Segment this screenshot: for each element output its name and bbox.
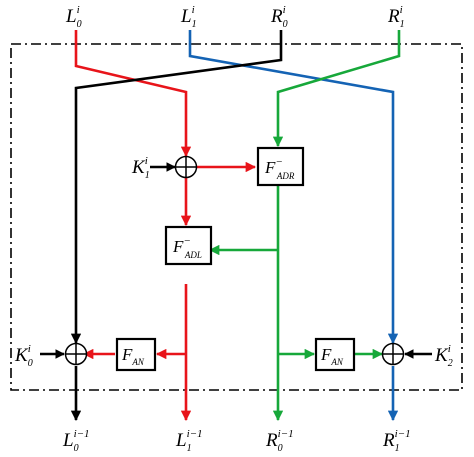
- function-box-adr: [256, 146, 305, 187]
- output-label-l0: L0i−1: [62, 428, 90, 454]
- function-box-adl: [164, 225, 213, 266]
- key-label-k1: K1i: [131, 155, 150, 181]
- output-label-r0: R0i−1: [265, 428, 294, 454]
- input-label-r0: R0i: [270, 4, 288, 30]
- function-box-an-right: [314, 337, 356, 372]
- output-label-r1: R1i−1: [382, 428, 411, 454]
- function-label-adr: F−ADR: [264, 156, 295, 181]
- output-label-l1: L1i−1: [175, 428, 203, 454]
- input-label-l0: L0i: [65, 4, 82, 30]
- function-label-adl: F−ADL: [172, 235, 202, 260]
- key-label-k2: K2i: [434, 343, 453, 369]
- xor-node-k0: [64, 342, 88, 366]
- xor-node-k1: [174, 155, 198, 179]
- input-label-r1: R1i: [387, 4, 405, 30]
- black-path: [70, 30, 283, 422]
- xor-node-k2: [381, 342, 405, 366]
- key-label-k0: K0i: [14, 343, 33, 369]
- input-label-l1: L1i: [180, 4, 197, 30]
- function-label-an-left: FAN: [121, 345, 145, 367]
- blue-path: [188, 30, 399, 422]
- key-arrows: [40, 162, 432, 359]
- green-path: [208, 30, 401, 422]
- red-path: [74, 30, 257, 422]
- function-label-an-right: FAN: [320, 345, 344, 367]
- round-boundary: [10, 43, 463, 391]
- function-box-an-left: [115, 337, 157, 372]
